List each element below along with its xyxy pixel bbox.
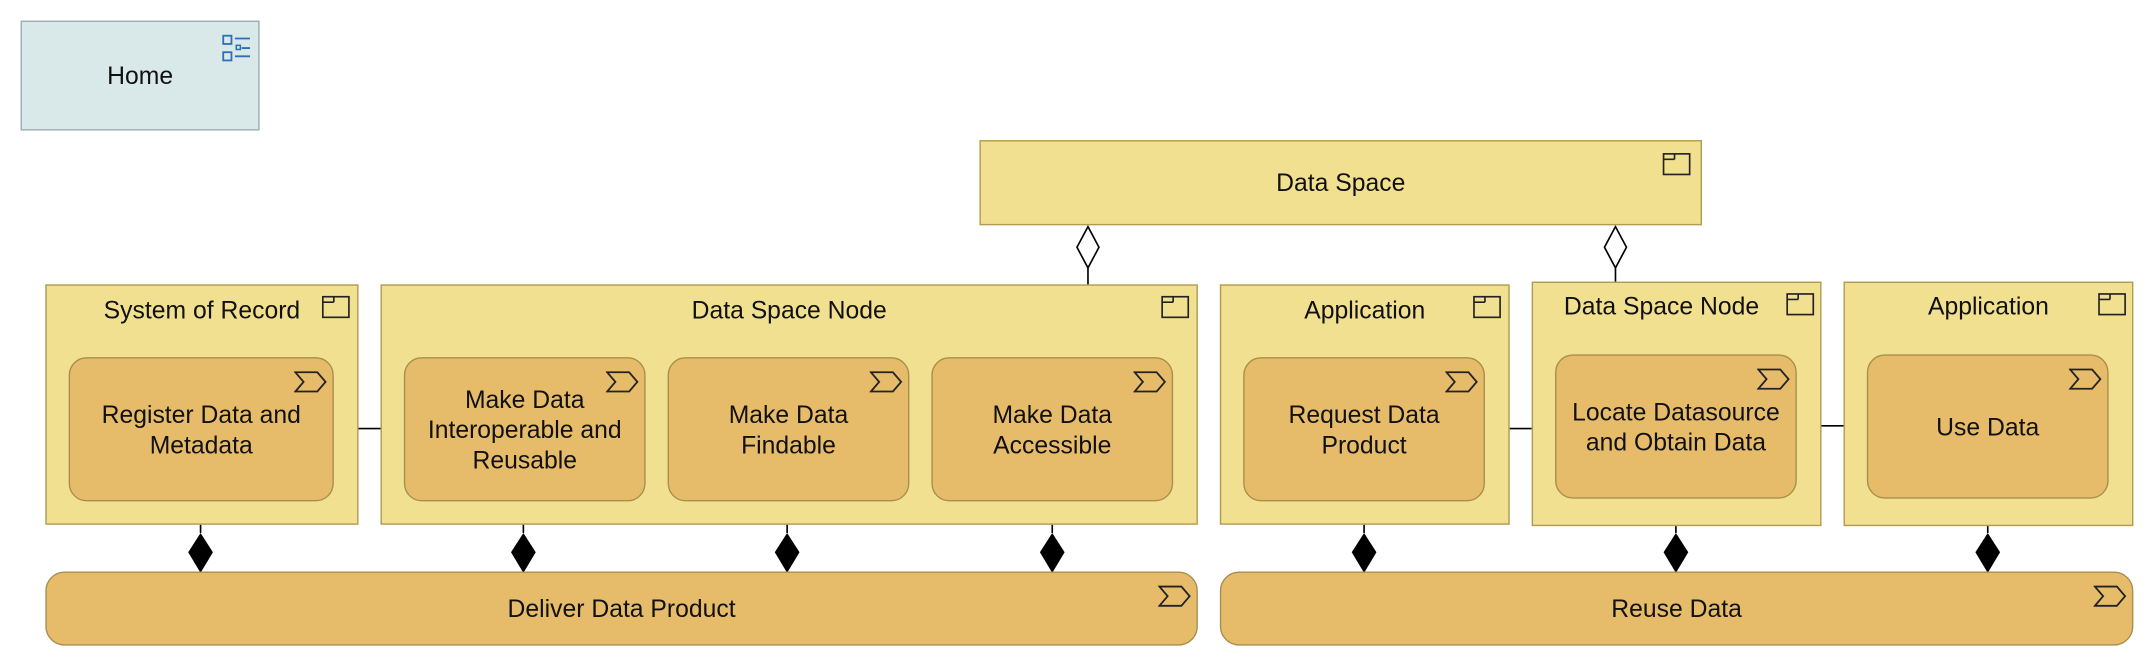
process-make-data-interoperable-and-reusable[interactable]: Make Data Interoperable and Reusable: [403, 357, 646, 502]
process-deliver-data-product[interactable]: Deliver Data Product: [45, 571, 1198, 646]
navigation-icon: [222, 34, 251, 62]
node-label: System of Record: [103, 296, 301, 325]
process-icon: [869, 371, 903, 393]
node-icon: [321, 295, 350, 319]
node-icon: [1786, 293, 1815, 316]
process-label: Reuse Data: [1611, 594, 1742, 623]
aggregation-connector-dsn1: [1076, 224, 1100, 286]
data-space-label: Data Space: [1276, 168, 1406, 197]
node-icon: [1161, 295, 1190, 319]
process-icon: [1445, 371, 1478, 393]
node-icon: [2098, 293, 2126, 316]
process-register-data-and-metadata[interactable]: Register Data and Metadata: [68, 357, 334, 502]
process-make-data-accessible[interactable]: Make Data Accessible: [931, 357, 1174, 502]
node-icon: [1662, 153, 1691, 176]
process-icon: [2093, 585, 2127, 607]
node-label: Data Space Node: [1563, 292, 1760, 321]
process-icon: [1133, 371, 1167, 393]
process-make-data-findable[interactable]: Make Data Findable: [667, 357, 910, 502]
process-icon: [1756, 368, 1790, 390]
process-label: Use Data: [1936, 412, 2040, 441]
node-label: Data Space Node: [691, 296, 887, 325]
process-label: Locate Datasource and Obtain Data: [1572, 397, 1780, 456]
process-reuse-data[interactable]: Reuse Data: [1219, 571, 2134, 646]
process-label: Deliver Data Product: [507, 594, 736, 623]
process-request-data-product[interactable]: Request Data Product: [1243, 357, 1485, 502]
home-label: Home: [107, 61, 174, 90]
home-navigation-box[interactable]: Home: [20, 20, 260, 131]
process-locate-datasource-and-obtain-data[interactable]: Locate Datasource and Obtain Data: [1555, 354, 1797, 499]
process-icon: [1158, 585, 1191, 607]
node-icon: [1473, 295, 1501, 319]
process-use-data[interactable]: Use Data: [1866, 354, 2109, 499]
process-icon: [293, 371, 327, 393]
process-label: Register Data and Metadata: [101, 400, 301, 459]
process-icon: [2068, 368, 2102, 390]
process-icon: [605, 371, 639, 393]
aggregation-connector-dsn2: [1603, 224, 1628, 283]
process-label: Make Data Interoperable and Reusable: [427, 385, 622, 474]
process-label: Make Data Findable: [728, 400, 849, 459]
node-label: Application: [1304, 296, 1426, 325]
process-label: Request Data Product: [1288, 400, 1440, 459]
data-space-node[interactable]: Data Space: [979, 140, 1703, 226]
process-label: Make Data Accessible: [992, 400, 1113, 459]
node-label: Application: [1927, 292, 2049, 321]
